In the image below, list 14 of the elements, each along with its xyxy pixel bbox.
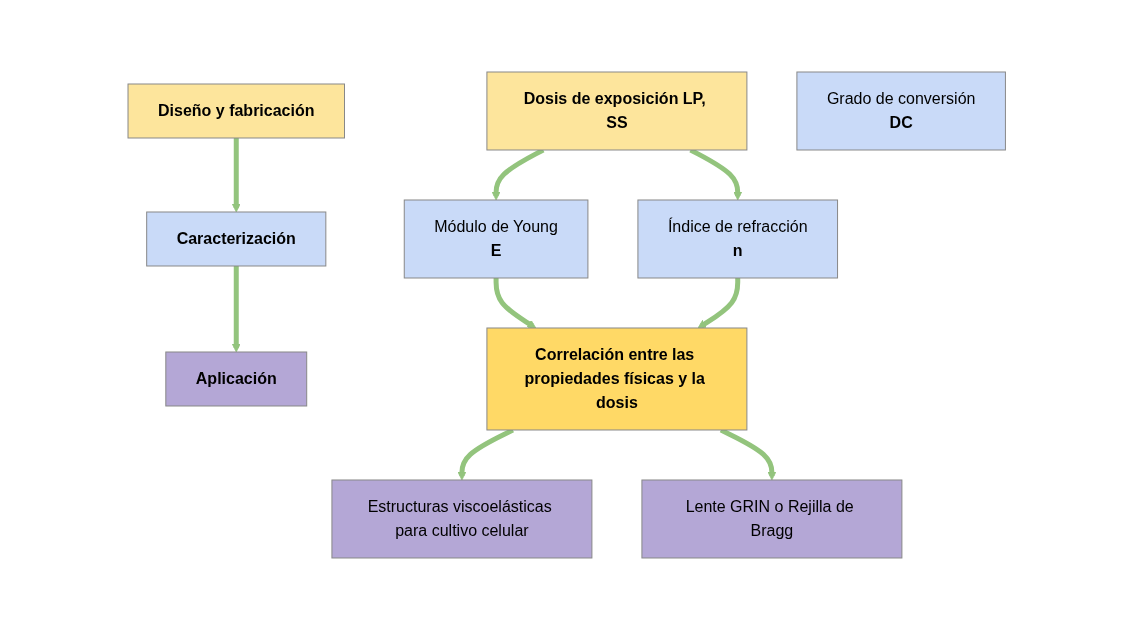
arrow bbox=[697, 278, 741, 329]
node-box: Caracterización bbox=[146, 211, 327, 267]
arrow bbox=[493, 278, 537, 329]
arrow bbox=[232, 266, 241, 353]
node-box: Correlación entre las propiedades físicas y la dosis bbox=[486, 327, 748, 431]
node-box: Grado de conversión DC bbox=[796, 71, 1007, 151]
node-box: Diseño y fabricación bbox=[127, 83, 346, 139]
node-box: Módulo de Young E bbox=[404, 199, 589, 279]
node-box: Dosis de exposición LP, SS bbox=[486, 71, 748, 151]
node-box: Índice de refracción n bbox=[637, 199, 839, 279]
node-box: Lente GRIN o Rejilla de Bragg bbox=[641, 479, 903, 559]
arrow bbox=[232, 138, 241, 213]
node-box: Aplicación bbox=[165, 351, 308, 407]
node-box: Estructuras viscoelásticas para cultivo celular bbox=[331, 479, 593, 559]
